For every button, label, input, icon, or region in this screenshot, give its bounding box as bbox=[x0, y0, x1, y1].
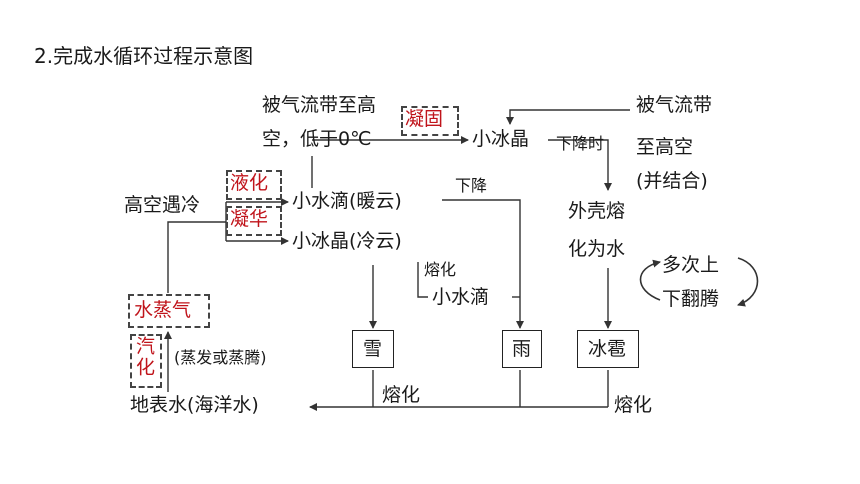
box-snow bbox=[352, 330, 394, 368]
cycle-arrow-right bbox=[737, 257, 759, 307]
label-multi-up-1: 多次上 bbox=[662, 254, 720, 276]
label-snow: 雪 bbox=[363, 338, 383, 360]
label-melt-bottom: 熔化 bbox=[382, 384, 421, 406]
blank-box-vaporize bbox=[130, 334, 162, 388]
label-high-cold: 高空遇冷 bbox=[124, 194, 201, 216]
blank-box-liquefy bbox=[226, 170, 282, 200]
arrow-crystal-fall bbox=[548, 139, 612, 191]
label-small-water-drop: 小水滴 bbox=[432, 286, 490, 308]
label-surface-water: 地表水(海洋水) bbox=[130, 394, 259, 416]
label-airflow-high-2: 空，低于0℃ bbox=[262, 128, 372, 150]
answer-freeze: 凝固 bbox=[405, 108, 444, 130]
page-title: 2.完成水循环过程示意图 bbox=[34, 44, 254, 68]
label-airflow-high-1: 被气流带至高 bbox=[262, 94, 377, 116]
label-airflow-right-1: 被气流带 bbox=[636, 94, 713, 116]
label-multi-up-2: 下翻腾 bbox=[662, 288, 720, 310]
arrow-vapor-to-clouds bbox=[167, 221, 226, 293]
label-hail: 冰雹 bbox=[588, 338, 627, 360]
label-falling-time: 下降时 bbox=[556, 134, 605, 153]
label-rain: 雨 bbox=[512, 338, 532, 360]
answer-sublimate: 凝华 bbox=[230, 208, 269, 230]
cycle-arrow-left bbox=[639, 259, 661, 301]
arrow-warm-to-rain bbox=[442, 199, 524, 329]
label-melt-right: 熔化 bbox=[614, 394, 653, 416]
label-evap-boil: (蒸发或蒸腾) bbox=[174, 348, 267, 367]
label-melt-mid: 熔化 bbox=[424, 260, 457, 279]
answer-liquefy: 液化 bbox=[230, 172, 269, 194]
blank-box-sublimate bbox=[226, 206, 282, 236]
label-small-ice-crystal-top: 小冰晶 bbox=[472, 128, 530, 150]
box-hail bbox=[577, 330, 639, 368]
label-cold-cloud: 小冰晶(冷云) bbox=[292, 230, 402, 252]
blank-box-freeze bbox=[401, 106, 459, 136]
label-warm-cloud: 小水滴(暖云) bbox=[292, 190, 402, 212]
arrow-right-return bbox=[506, 109, 630, 125]
answer-vaporize: 汽化 bbox=[133, 336, 155, 378]
label-airflow-right-2: 至高空 bbox=[636, 136, 694, 158]
arrow-melt-to-drop bbox=[417, 262, 428, 298]
label-shell-melt-2: 化为水 bbox=[568, 238, 626, 260]
box-rain bbox=[502, 330, 542, 368]
label-airflow-right-3: (并结合) bbox=[636, 170, 708, 192]
blank-box-water-vapor bbox=[128, 294, 210, 328]
label-fall: 下降 bbox=[455, 176, 488, 195]
label-shell-melt-1: 外壳熔 bbox=[568, 200, 626, 222]
answer-water-vapor: 水蒸气 bbox=[134, 299, 192, 321]
